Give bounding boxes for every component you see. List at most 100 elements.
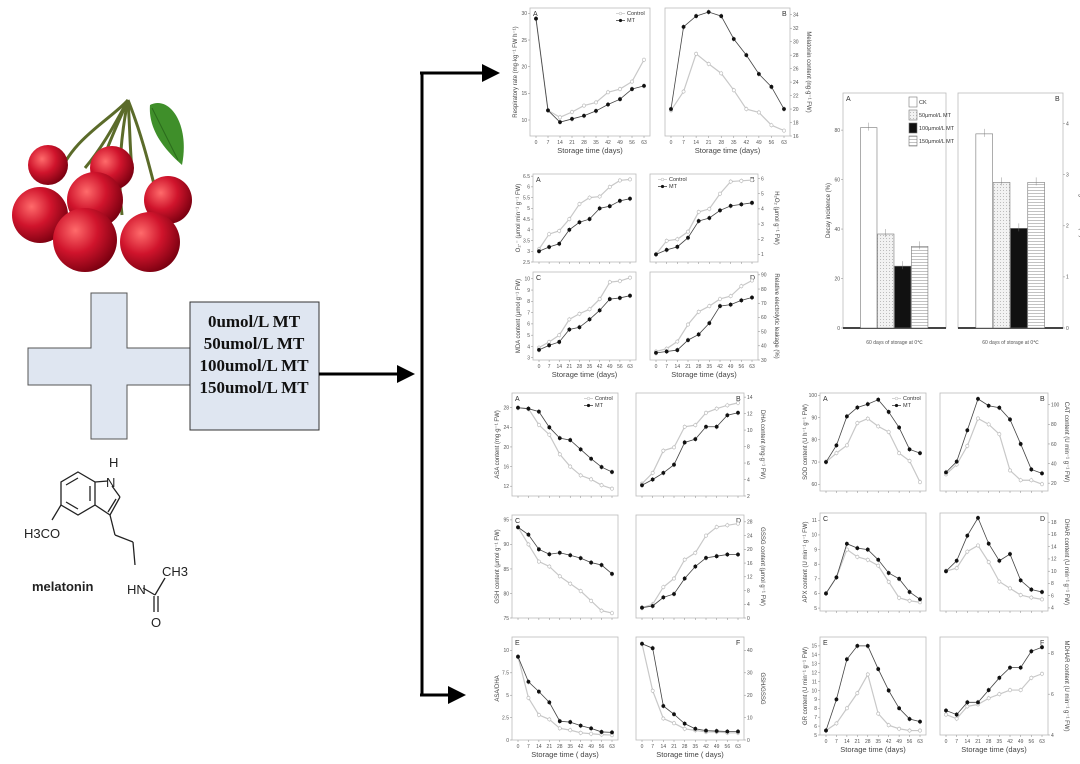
data-point-control: [661, 585, 666, 590]
data-point-mt: [918, 719, 922, 724]
y-tick-label: 10: [521, 118, 527, 124]
data-point-mt: [886, 410, 891, 414]
data-point-control: [650, 688, 655, 693]
series-line-control: [517, 526, 613, 614]
data-point-mt: [844, 541, 849, 546]
data-point-control: [855, 421, 860, 425]
x-axis-label: 60 days of storage at 0℃: [982, 340, 1039, 346]
y-tick-label: 24: [503, 425, 509, 431]
data-point-mt: [650, 604, 655, 608]
data-point-control: [750, 278, 754, 283]
data-point-control: [557, 228, 562, 233]
data-point-mt: [589, 560, 594, 565]
y-tick-label: 15: [811, 644, 817, 650]
data-point-mt: [714, 554, 719, 559]
data-point-mt: [954, 459, 959, 464]
y-tick-label: 18: [1051, 520, 1057, 526]
methyl-label: CH3: [162, 564, 188, 579]
y-tick-label: 0: [837, 326, 840, 332]
y-tick-label: 6: [761, 176, 764, 182]
series-line-control: [825, 548, 921, 603]
data-point-mt: [1040, 590, 1044, 594]
data-point-mt: [886, 571, 891, 575]
data-point-control: [782, 128, 786, 133]
data-point-control: [907, 459, 912, 463]
data-point-control: [597, 297, 602, 301]
series-line-mt: [945, 517, 1043, 593]
data-point-mt: [672, 462, 676, 467]
data-point-control: [897, 726, 902, 731]
series-line-control: [538, 178, 631, 250]
y-tick-label: 80: [761, 287, 767, 293]
data-point-mt: [557, 719, 562, 724]
y-tick-label: 6: [747, 461, 750, 467]
panel-letter: D: [1040, 516, 1045, 523]
series-line-mt: [825, 543, 921, 600]
data-point-control: [719, 71, 724, 76]
data-point-control: [997, 579, 1002, 584]
legend-marker: [894, 396, 899, 401]
legend-label: 150μmol/L MT: [919, 139, 955, 145]
y-tick-label: 8: [1051, 651, 1054, 657]
y-tick-label: 4: [527, 228, 530, 234]
data-point-control: [986, 560, 991, 564]
panel-letter: B: [782, 11, 787, 18]
data-point-mt: [567, 327, 572, 332]
data-point-mt: [1040, 645, 1044, 650]
x-tick-label: 49: [1018, 739, 1024, 745]
data-point-mt: [897, 576, 902, 581]
data-point-mt: [650, 646, 655, 651]
data-point-mt: [607, 204, 612, 209]
x-axis-label: Storage time (days): [557, 146, 623, 155]
bar-1: [877, 233, 895, 329]
data-point-mt: [640, 605, 644, 610]
data-point-mt: [568, 720, 573, 724]
melatonin-structure: [51, 471, 166, 612]
data-point-control: [718, 191, 722, 196]
y-tick-label: 5: [761, 192, 764, 198]
x-tick-label: 14: [693, 140, 699, 146]
data-point-mt: [834, 697, 839, 702]
data-point-mt: [707, 216, 712, 220]
data-point-mt: [731, 37, 736, 41]
y-tick-label: 30: [761, 358, 767, 364]
x-tick-label: 21: [671, 744, 677, 750]
y-tick-label: 4: [761, 207, 764, 213]
data-point-control: [707, 304, 712, 308]
y-tick-label: 7: [527, 310, 530, 316]
data-point-control: [886, 430, 891, 434]
data-point-mt: [661, 471, 666, 475]
x-tick-label: 14: [844, 739, 850, 745]
y-tick-label: 2.5: [523, 260, 530, 266]
series-line-control: [641, 643, 738, 734]
data-point-control: [672, 576, 676, 581]
data-point-mt: [537, 347, 541, 352]
y-tick-label: 4: [1051, 733, 1054, 739]
data-point-control: [1029, 675, 1034, 680]
y-tick-label: 22: [793, 93, 799, 99]
y-tick-label: 4: [747, 602, 750, 608]
data-point-mt: [682, 440, 687, 445]
x-tick-label: 42: [1007, 739, 1013, 745]
data-point-mt: [557, 241, 562, 246]
data-point-control: [577, 202, 582, 206]
data-point-control: [865, 557, 870, 562]
data-point-control: [557, 333, 562, 338]
data-point-mt: [834, 575, 839, 580]
data-point-mt: [654, 351, 658, 355]
y-tick-label: 100: [1051, 403, 1060, 409]
data-point-control: [618, 87, 622, 91]
series-line-control: [655, 179, 753, 255]
x-tick-label: 49: [896, 739, 902, 745]
y-tick-label: 6: [527, 322, 530, 328]
y-tick-label: 90: [503, 542, 509, 548]
legend-marker: [618, 11, 623, 16]
panel-letter: F: [736, 640, 740, 647]
data-point-mt: [744, 53, 749, 58]
y-tick-label: 0: [747, 616, 750, 622]
data-point-control: [876, 563, 881, 568]
data-point-mt: [597, 308, 602, 313]
x-axis-label: 60 days of storage at 0℃: [866, 340, 923, 346]
x-axis-label: Storage time (days): [961, 745, 1027, 754]
